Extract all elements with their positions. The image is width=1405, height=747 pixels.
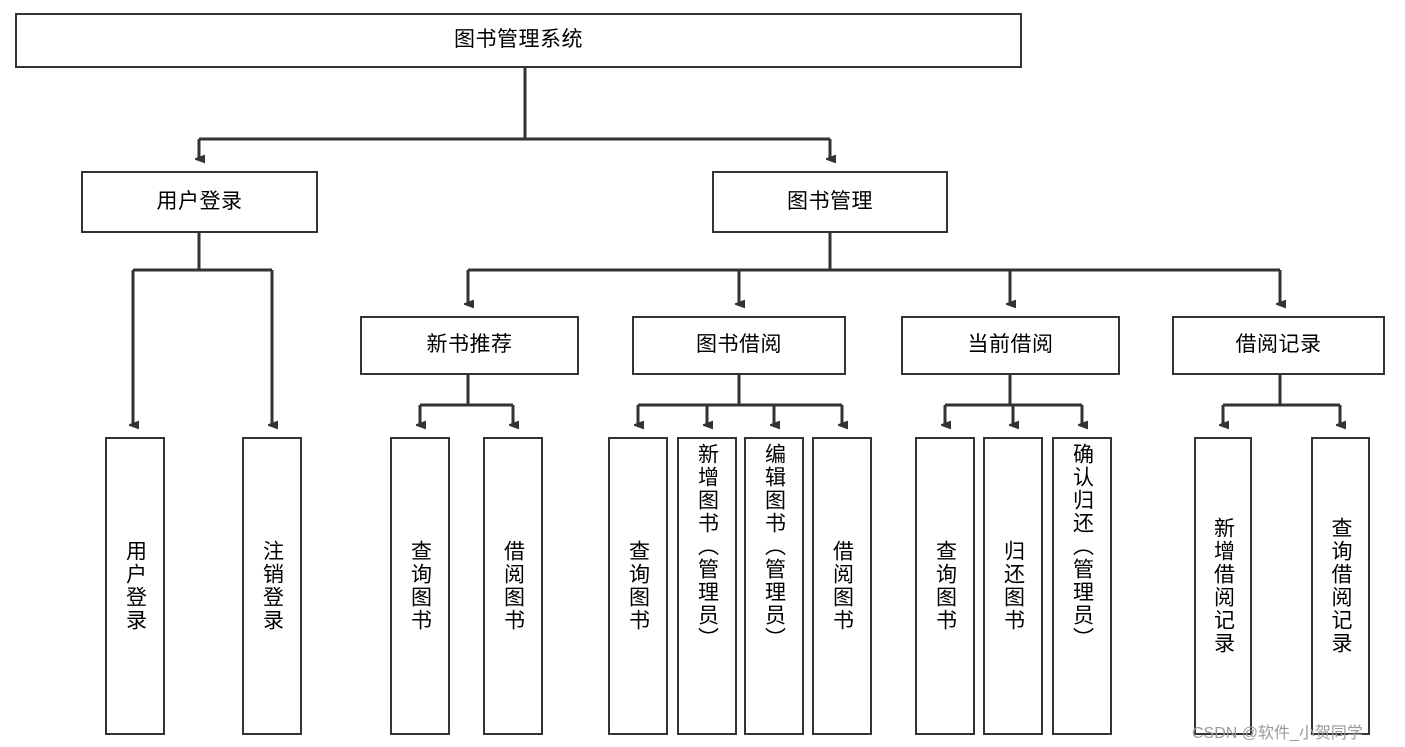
node-leaf-query-book-1[interactable]: 查询图书: [390, 437, 450, 735]
node-leaf-borrow-book-2[interactable]: 借阅图书: [812, 437, 872, 735]
node-leaf-query-book-1-label: 查询图书: [408, 540, 432, 632]
node-leaf-query-book-3[interactable]: 查询图书: [915, 437, 975, 735]
node-borrow-record[interactable]: 借阅记录: [1172, 316, 1385, 375]
csdn-watermark: CSDN @软件_小贺同学: [1192, 725, 1363, 742]
node-leaf-add-record[interactable]: 新增借阅记录: [1194, 437, 1252, 735]
node-root-label: 图书管理系统: [454, 28, 583, 52]
node-leaf-query-book-3-label: 查询图书: [933, 540, 957, 632]
node-borrow-record-label: 借阅记录: [1235, 333, 1322, 357]
node-leaf-query-record-label: 查询借阅记录: [1329, 517, 1352, 655]
node-book-manage[interactable]: 图书管理: [712, 171, 948, 233]
node-leaf-confirm-return-label: 确认归还（管理员）: [1070, 443, 1094, 650]
node-leaf-query-book-2-label: 查询图书: [626, 540, 650, 632]
node-book-borrow[interactable]: 图书借阅: [632, 316, 846, 375]
node-leaf-user-logout[interactable]: 注销登录: [242, 437, 302, 735]
node-user-login-label: 用户登录: [156, 189, 243, 213]
node-leaf-return-book-label: 归还图书: [1001, 540, 1025, 632]
node-book-borrow-label: 图书借阅: [696, 333, 782, 357]
node-leaf-add-book[interactable]: 新增图书（管理员）: [677, 437, 737, 735]
node-book-manage-label: 图书管理: [787, 189, 873, 213]
node-leaf-user-login[interactable]: 用户登录: [105, 437, 165, 735]
node-leaf-return-book[interactable]: 归还图书: [983, 437, 1043, 735]
node-leaf-query-record[interactable]: 查询借阅记录: [1311, 437, 1370, 735]
node-leaf-add-record-label: 新增借阅记录: [1211, 517, 1235, 655]
node-leaf-borrow-book-2-label: 借阅图书: [830, 540, 854, 632]
node-leaf-user-logout-label: 注销登录: [260, 540, 284, 632]
node-leaf-borrow-book-1-label: 借阅图书: [501, 540, 525, 632]
node-new-book-rec[interactable]: 新书推荐: [360, 316, 579, 375]
node-leaf-user-login-label: 用户登录: [123, 540, 147, 632]
node-leaf-confirm-return[interactable]: 确认归还（管理员）: [1052, 437, 1112, 735]
node-leaf-add-book-label: 新增图书（管理员）: [695, 443, 719, 650]
node-new-book-rec-label: 新书推荐: [426, 333, 513, 357]
node-leaf-edit-book-label: 编辑图书（管理员）: [762, 443, 786, 650]
node-leaf-borrow-book-1[interactable]: 借阅图书: [483, 437, 543, 735]
node-current-borrow-label: 当前借阅: [967, 333, 1054, 357]
node-user-login[interactable]: 用户登录: [81, 171, 318, 233]
node-root[interactable]: 图书管理系统: [15, 13, 1022, 68]
node-current-borrow[interactable]: 当前借阅: [901, 316, 1120, 375]
node-leaf-query-book-2[interactable]: 查询图书: [608, 437, 668, 735]
node-leaf-edit-book[interactable]: 编辑图书（管理员）: [744, 437, 804, 735]
